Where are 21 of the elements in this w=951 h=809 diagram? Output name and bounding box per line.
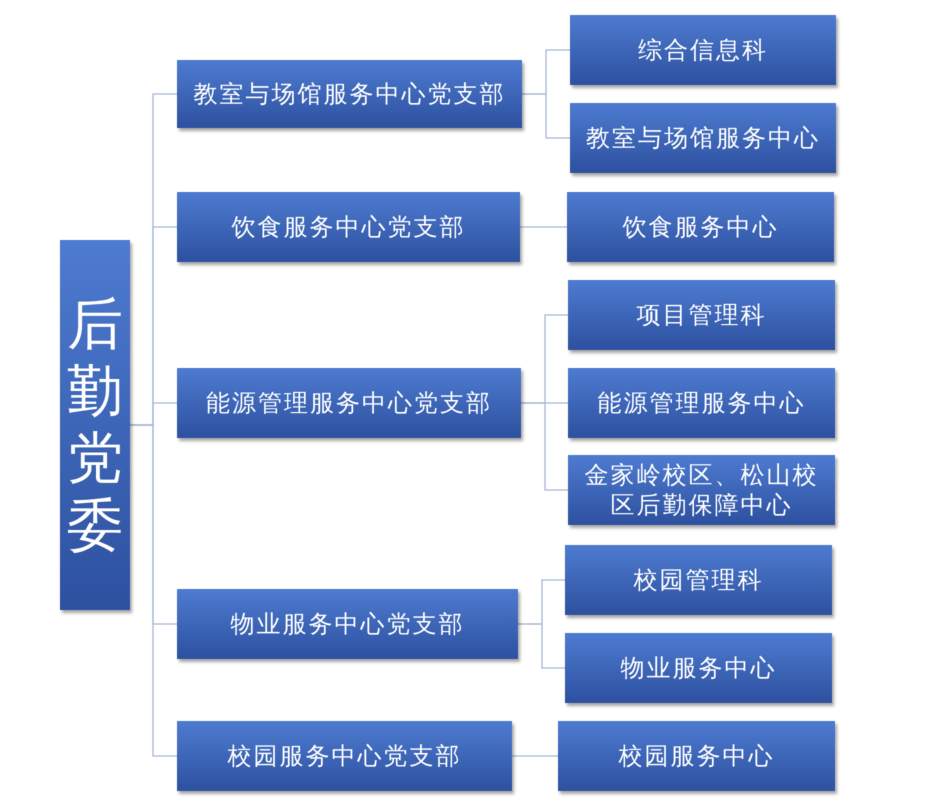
- org-box: 教室与场馆服务中心: [570, 103, 836, 173]
- connector-line: [512, 755, 558, 757]
- connector-line: [518, 623, 565, 669]
- org-box: 综合信息科: [570, 15, 836, 85]
- org-box: 校园服务中心: [558, 721, 835, 791]
- connector-line: [130, 424, 177, 757]
- org-box: 物业服务中心党支部: [177, 589, 518, 659]
- connector-line: [522, 93, 570, 139]
- org-box: 校园服务中心党支部: [177, 721, 512, 791]
- org-box: 项目管理科: [568, 280, 835, 350]
- org-box: 教室与场馆服务中心党支部: [177, 60, 522, 128]
- connector-line: [521, 402, 568, 491]
- org-box: 饮食服务中心: [567, 192, 834, 262]
- org-box: 能源管理服务中心党支部: [177, 368, 521, 438]
- org-box: 物业服务中心: [565, 633, 832, 703]
- org-box: 后勤党委: [60, 240, 130, 610]
- org-box: 饮食服务中心党支部: [177, 192, 520, 262]
- org-box: 能源管理服务中心: [568, 368, 835, 438]
- org-box: 校园管理科: [565, 545, 832, 615]
- connector-line: [520, 226, 567, 228]
- org-box: 金家岭校区、松山校区后勤保障中心: [568, 455, 835, 525]
